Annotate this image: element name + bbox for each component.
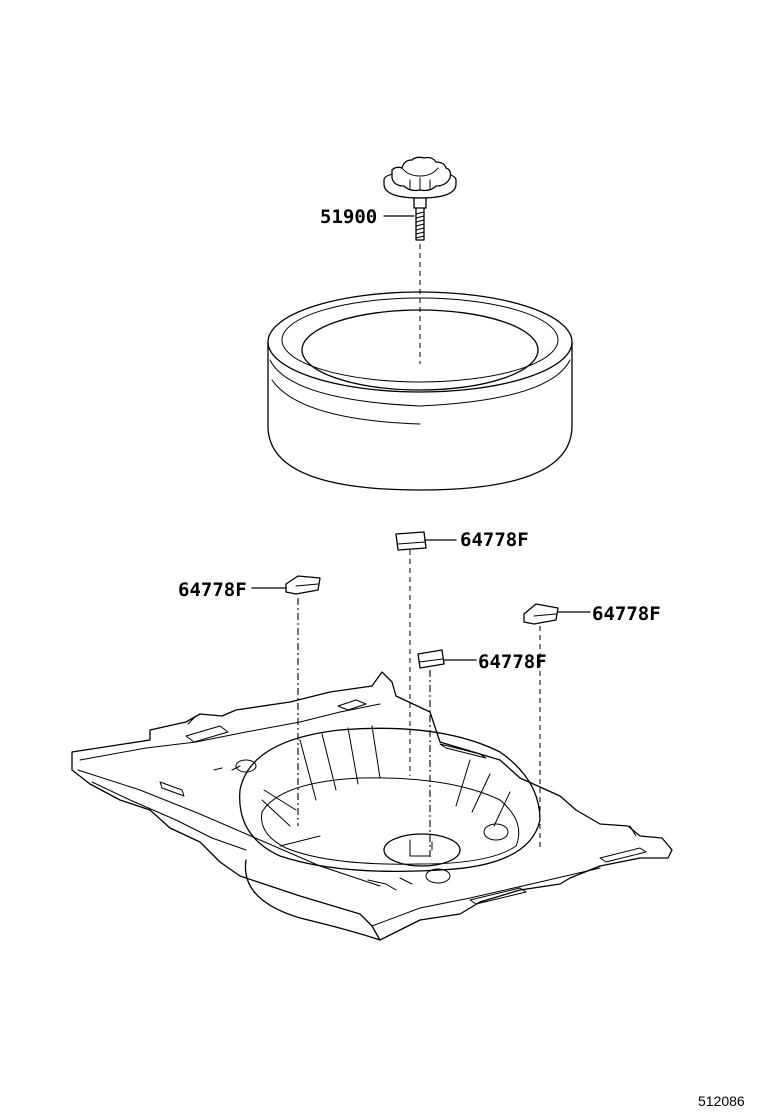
cushion-center-label: 64778F (478, 651, 547, 673)
cushion-top-label: 64778F (460, 529, 529, 551)
cushion-right (523, 603, 591, 625)
bolt-part-label: 51900 (320, 206, 377, 228)
cushion-top (395, 531, 457, 551)
cushion-center (417, 649, 477, 669)
rear-floor-pan (71, 671, 673, 941)
hold-down-bolt (383, 156, 457, 241)
cushion-left (251, 575, 321, 595)
cushion-right-label: 64778F (592, 603, 661, 625)
spare-tire (267, 291, 573, 491)
cushion-left-label: 64778F (178, 579, 247, 601)
reference-code: 512086 (698, 1093, 745, 1109)
